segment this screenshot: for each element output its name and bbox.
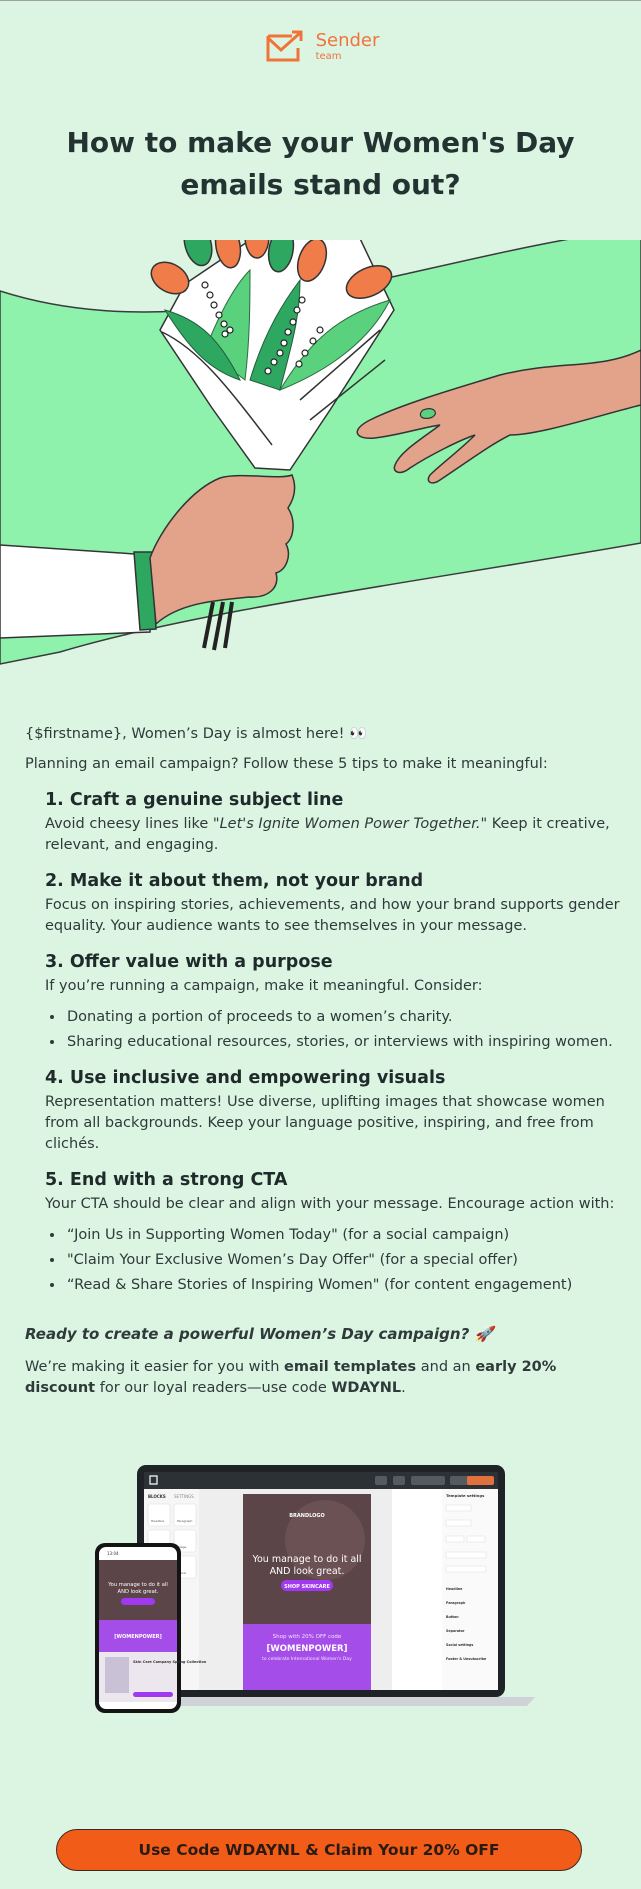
svg-text:Paragraph: Paragraph	[446, 1601, 466, 1605]
right-hand	[356, 349, 641, 484]
laptop-base	[121, 1697, 535, 1706]
tip-3: 3. Offer value with a purpose If you’re …	[45, 951, 620, 1053]
svg-text:BRANDLOGO: BRANDLOGO	[289, 1513, 324, 1519]
svg-text:Template settings: Template settings	[446, 1493, 485, 1498]
stems-shape	[202, 601, 234, 651]
logo-wordmark: Sender team	[316, 32, 380, 62]
tip-body: Focus on inspiring stories, achievements…	[45, 897, 620, 934]
tip-2: 2. Make it about them, not your brand Fo…	[45, 870, 620, 937]
tip-1: 1. Craft a genuine subject line Avoid ch…	[45, 789, 620, 856]
svg-text:Social: Social	[177, 1571, 186, 1575]
list-item: “Read & Share Stories of Inspiring Women…	[65, 1275, 620, 1296]
svg-text:Headline: Headline	[446, 1587, 463, 1591]
headline: How to make your Women's Day emails stan…	[66, 126, 575, 201]
offer-paragraph: We’re making it easier for you with emai…	[25, 1359, 557, 1396]
tip-quote: "Let's Ignite Women Power Together."	[212, 816, 488, 832]
templates-link: email templates	[284, 1359, 417, 1375]
svg-text:Image: Image	[177, 1545, 187, 1549]
svg-text:BLOCKS: BLOCKS	[148, 1494, 166, 1499]
list-item: Donating a portion of proceeds to a wome…	[65, 1007, 620, 1028]
svg-text:AND look great.: AND look great.	[118, 1589, 159, 1595]
greeting: {$firstname}, Women’s Day is almost here…	[25, 726, 368, 742]
svg-text:to celebrate International Wom: to celebrate International Women's Day	[262, 1656, 352, 1662]
tip-body: Avoid cheesy lines like "Let's Ignite Wo…	[45, 816, 610, 853]
list-item: Sharing educational resources, stories, …	[65, 1032, 620, 1053]
top-divider	[0, 0, 641, 1]
tip-title: 3. Offer value with a purpose	[45, 952, 333, 972]
envelope-logo-icon	[266, 30, 303, 62]
svg-text:Button: Button	[446, 1615, 459, 1619]
list-item: "Claim Your Exclusive Women’s Day Offer"…	[65, 1250, 620, 1271]
svg-text:13:04: 13:04	[107, 1551, 119, 1556]
tip-title: 1. Craft a genuine subject line	[45, 790, 344, 810]
svg-text:Skin Care Company Spring Colle: Skin Care Company Spring Collection	[133, 1660, 207, 1664]
tip-title: 4. Use inclusive and empowering visuals	[45, 1068, 446, 1088]
tip-list: Donating a portion of proceeds to a wome…	[45, 1007, 620, 1053]
logo-name: Sender	[315, 30, 380, 51]
svg-text:SETTINGS: SETTINGS	[174, 1494, 194, 1499]
lead-paragraph: Planning an email campaign? Follow these…	[25, 756, 548, 772]
tip-4: 4. Use inclusive and empowering visuals …	[45, 1067, 620, 1155]
ring-shape	[419, 408, 436, 419]
babys-breath	[201, 281, 324, 375]
svg-text:Paragraph: Paragraph	[177, 1519, 192, 1523]
left-hand	[149, 474, 296, 626]
ready-heading: Ready to create a powerful Women’s Day c…	[25, 1325, 494, 1343]
sleeve-shape	[0, 544, 151, 639]
tip-body: Your CTA should be clear and align with …	[45, 1196, 615, 1212]
list-item: “Join Us in Supporting Women Today" (for…	[65, 1225, 620, 1246]
svg-text:Headline: Headline	[151, 1519, 164, 1523]
email-body: {$firstname}, Women’s Day is almost here…	[25, 724, 620, 1399]
svg-text:[WOMENPOWER]: [WOMENPOWER]	[267, 1644, 348, 1654]
claim-offer-button[interactable]: Use Code WDAYNL & Claim Your 20% OFF	[56, 1829, 582, 1871]
tip-title: 5. End with a strong CTA	[45, 1170, 288, 1190]
svg-text:You manage to do it all: You manage to do it all	[251, 1554, 361, 1565]
svg-text:Separator: Separator	[446, 1629, 465, 1633]
svg-text:SHOP SKINCARE: SHOP SKINCARE	[284, 1584, 330, 1590]
svg-text:Shop with 20% OFF code: Shop with 20% OFF code	[273, 1634, 342, 1640]
svg-text:Footer & Unsubscribe: Footer & Unsubscribe	[446, 1657, 487, 1661]
discount-text: early 20% discount	[25, 1359, 557, 1396]
tip-body: If you’re running a campaign, make it me…	[45, 978, 483, 994]
logo-sub: team	[315, 51, 342, 62]
hero-illustration	[0, 240, 641, 665]
svg-text:Social settings: Social settings	[446, 1643, 473, 1647]
svg-text:You manage to do it all: You manage to do it all	[107, 1582, 168, 1588]
svg-text:AND look great.: AND look great.	[270, 1566, 345, 1577]
tip-5: 5. End with a strong CTA Your CTA should…	[45, 1169, 620, 1296]
tip-list: “Join Us in Supporting Women Today" (for…	[45, 1225, 620, 1296]
tip-body: Representation matters! Use diverse, upl…	[45, 1094, 605, 1152]
tip-title: 2. Make it about them, not your brand	[45, 871, 424, 891]
svg-text:[WOMENPOWER]: [WOMENPOWER]	[114, 1634, 162, 1640]
brand-logo[interactable]: Sender team	[0, 30, 641, 64]
promo-code: WDAYNL	[331, 1380, 402, 1396]
